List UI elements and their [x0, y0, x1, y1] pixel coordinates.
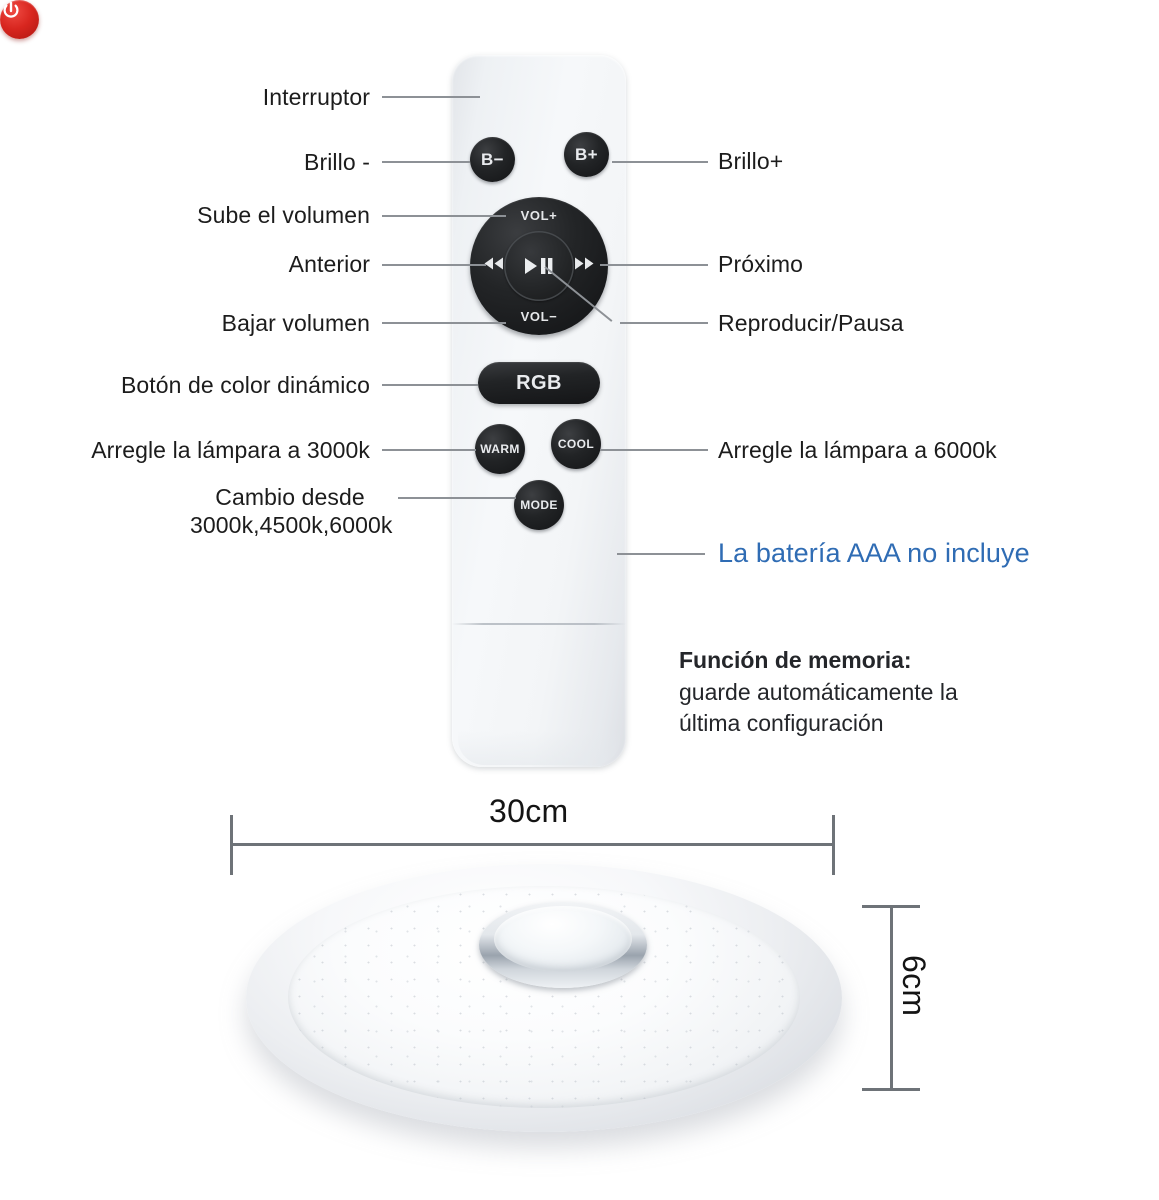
callout-label-brightness-up: Brillo+ — [718, 148, 784, 174]
warm-button[interactable]: WARM — [475, 424, 525, 474]
callout-label-next: Próximo — [718, 251, 804, 277]
remote-seam — [452, 623, 626, 625]
leader-line-power — [382, 96, 480, 98]
warm-label: WARM — [480, 442, 520, 456]
memory-function-title: Función de memoria: — [679, 647, 912, 673]
leader-line-brightness-up — [612, 161, 708, 163]
leader-line-brightness-down — [382, 161, 470, 163]
leader-line-previous — [382, 264, 486, 266]
next-track-icon[interactable] — [573, 257, 595, 276]
leader-line-rgb — [382, 384, 478, 386]
mode-button[interactable]: MODE — [514, 480, 564, 530]
leader-line-cool — [600, 449, 708, 451]
callout-label-cool: Arregle la lámpara a 6000k — [718, 437, 997, 463]
cool-label: COOL — [557, 437, 595, 451]
brightness-down-button[interactable]: B− — [470, 137, 515, 182]
rgb-button[interactable]: RGB — [478, 362, 600, 404]
memory-function-note: Función de memoria: guarde automáticamen… — [679, 645, 1009, 740]
width-dimension-label: 30cm — [489, 793, 569, 829]
play-pause-button[interactable] — [504, 231, 574, 301]
brightness-down-label: B− — [480, 149, 504, 169]
previous-track-icon[interactable] — [483, 257, 505, 276]
callout-label-mode-line1: Cambio desde — [215, 484, 365, 510]
power-icon — [3, 1, 19, 18]
leader-line-vol-down — [382, 322, 506, 324]
ceiling-lamp-product-photo — [236, 846, 852, 1186]
callout-label-rgb: Botón de color dinámico — [120, 372, 370, 398]
callout-label-mode-line2: 3000k,4500k,6000k — [190, 511, 393, 538]
play-pause-icon — [525, 258, 553, 274]
power-button[interactable] — [0, 0, 39, 39]
battery-note: La batería AAA no incluye — [718, 538, 1030, 568]
callout-label-mode: Cambio desde 3000k,4500k,6000k — [190, 484, 393, 539]
leader-line-battery-note — [617, 553, 705, 555]
volume-down-label[interactable]: VOL− — [520, 309, 558, 324]
remote-battery-cover — [458, 731, 620, 765]
cool-button[interactable]: COOL — [551, 419, 601, 469]
brightness-up-label: B+ — [574, 144, 598, 164]
width-dimension-line — [230, 843, 834, 846]
volume-up-label[interactable]: VOL+ — [520, 208, 558, 223]
leader-line-next — [600, 264, 708, 266]
lamp-center-dome — [494, 906, 632, 972]
leader-line-warm — [382, 449, 476, 451]
callout-label-vol-up: Sube el volumen — [197, 202, 370, 228]
height-dimension-line — [890, 905, 893, 1090]
mode-label: MODE — [520, 498, 558, 512]
callout-label-play-pause: Reproducir/Pausa — [718, 310, 904, 336]
callout-label-previous: Anterior — [288, 251, 370, 277]
media-control-pad[interactable]: VOL+ VOL− — [470, 197, 608, 335]
callout-label-power: Interruptor — [262, 84, 370, 110]
leader-line-vol-up — [382, 215, 506, 217]
brightness-up-button[interactable]: B+ — [564, 132, 609, 177]
callout-label-warm: Arregle la lámpara a 3000k — [91, 437, 370, 463]
leader-line-play-pause — [620, 322, 708, 324]
callout-label-brightness-down: Brillo - — [304, 149, 370, 175]
callout-label-vol-down: Bajar volumen — [221, 310, 370, 336]
memory-function-body: guarde automáticamente la última configu… — [679, 678, 958, 737]
rgb-label: RGB — [516, 371, 562, 394]
height-dimension-label: 6cm — [896, 955, 932, 1017]
leader-line-mode — [398, 497, 516, 499]
